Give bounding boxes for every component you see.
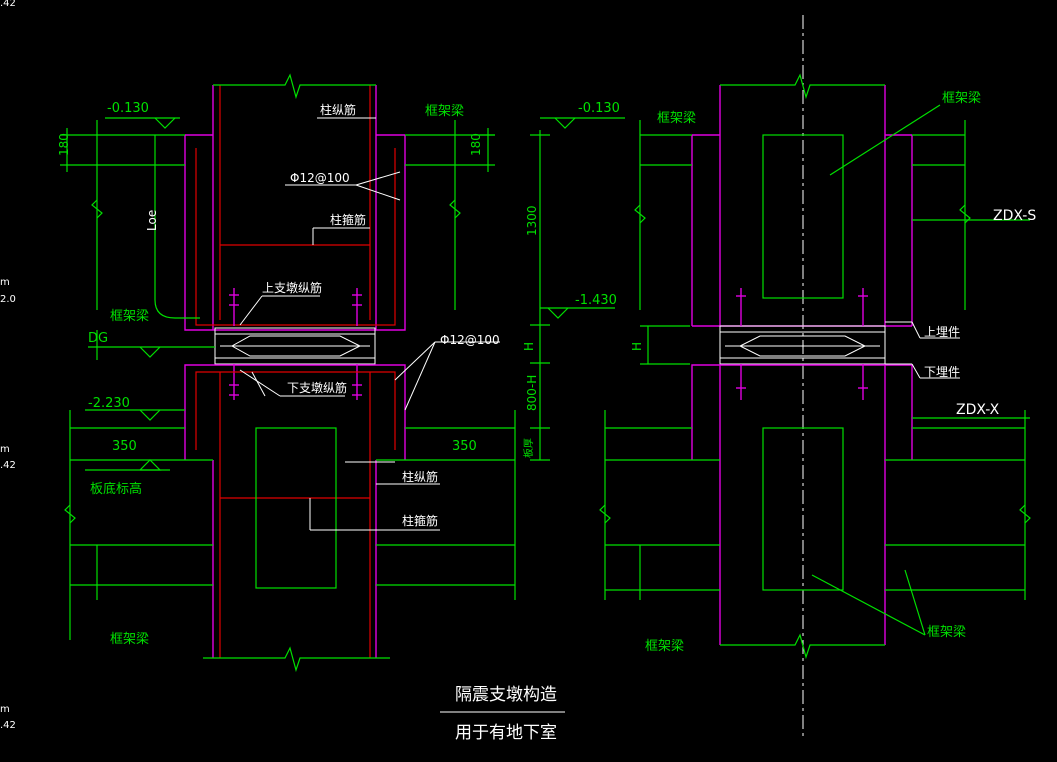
label-zdx-x: ZDX-X [956, 402, 1000, 418]
text-labels: -0.130 180 180 框架梁 柱纵筋 Φ12@100 柱箍筋 Loe 上… [0, 0, 1036, 743]
edge-text-4: m [0, 444, 10, 455]
right-dim-180: 180 [469, 133, 483, 156]
right-frame-beam-top-right: 框架梁 [942, 91, 981, 106]
left-frame-beam-bottom: 框架梁 [110, 632, 149, 647]
left-frame-beam-mid: 框架梁 [110, 309, 149, 324]
right-frame-beam-bottom-right: 框架梁 [927, 625, 966, 640]
lower-pier-rebar: 下支墩纵筋 [287, 380, 347, 395]
left-lower-column [184, 364, 406, 673]
left-lower-beams [64, 330, 516, 640]
left-col-stirrup-top: 柱箍筋 [330, 212, 366, 227]
middle-dimensions [530, 117, 625, 461]
label-dg: DG [88, 331, 108, 346]
left-elev-lower: -2.230 [88, 396, 130, 411]
mid-dim-800h: 800-H [525, 375, 539, 411]
left-frame-beam-top: 框架梁 [425, 104, 464, 119]
slab-bottom-label: 板底标高 [90, 481, 142, 497]
mid-elev-mid: -1.430 [575, 293, 617, 308]
dim-350-right: 350 [452, 439, 477, 454]
edge-text-2: m [0, 277, 10, 288]
dim-350-left: 350 [112, 439, 137, 454]
right-frame-beam-bottom-left: 框架梁 [645, 639, 684, 654]
right-dim-h: H [630, 342, 644, 351]
left-elev-top: -0.130 [107, 101, 149, 116]
left-bearing [214, 288, 376, 400]
upper-pier-rebar: 上支墩纵筋 [262, 280, 322, 295]
mid-elev-top: -0.130 [578, 101, 620, 116]
label-loe: Loe [145, 210, 159, 231]
left-phi12-top: Φ12@100 [290, 171, 350, 185]
label-zdx-s: ZDX-S [993, 208, 1036, 224]
edge-text-6: m [0, 704, 10, 715]
left-upper-column [184, 73, 406, 331]
label-lower-embed: 下埋件 [924, 365, 960, 379]
left-dim-180: 180 [57, 133, 71, 156]
left-leaders [239, 117, 500, 531]
right-detail [599, 15, 1031, 740]
right-frame-beam-top-left: 框架梁 [657, 111, 696, 126]
left-col-long-top: 柱纵筋 [320, 102, 356, 117]
edge-text-3: 2.0 [0, 294, 16, 305]
edge-text-1: .42 [0, 0, 16, 9]
title-line1: 隔震支墩构造 [455, 685, 557, 705]
label-upper-embed: 上埋件 [924, 325, 960, 339]
mid-dim-1300: 1300 [525, 205, 539, 236]
left-col-long-bottom: 柱纵筋 [402, 469, 438, 484]
left-upper-beams [60, 117, 495, 319]
mid-dim-h: H [522, 342, 536, 351]
edge-text-5: .42 [0, 460, 16, 471]
title-line2: 用于有地下室 [455, 723, 557, 743]
left-phi12-right: Φ12@100 [440, 333, 500, 347]
left-col-stirrup-bottom: 柱箍筋 [402, 513, 438, 528]
mid-dim-small: 板厚 [522, 438, 535, 458]
edge-text-7: .42 [0, 720, 16, 731]
left-detail [60, 73, 516, 673]
